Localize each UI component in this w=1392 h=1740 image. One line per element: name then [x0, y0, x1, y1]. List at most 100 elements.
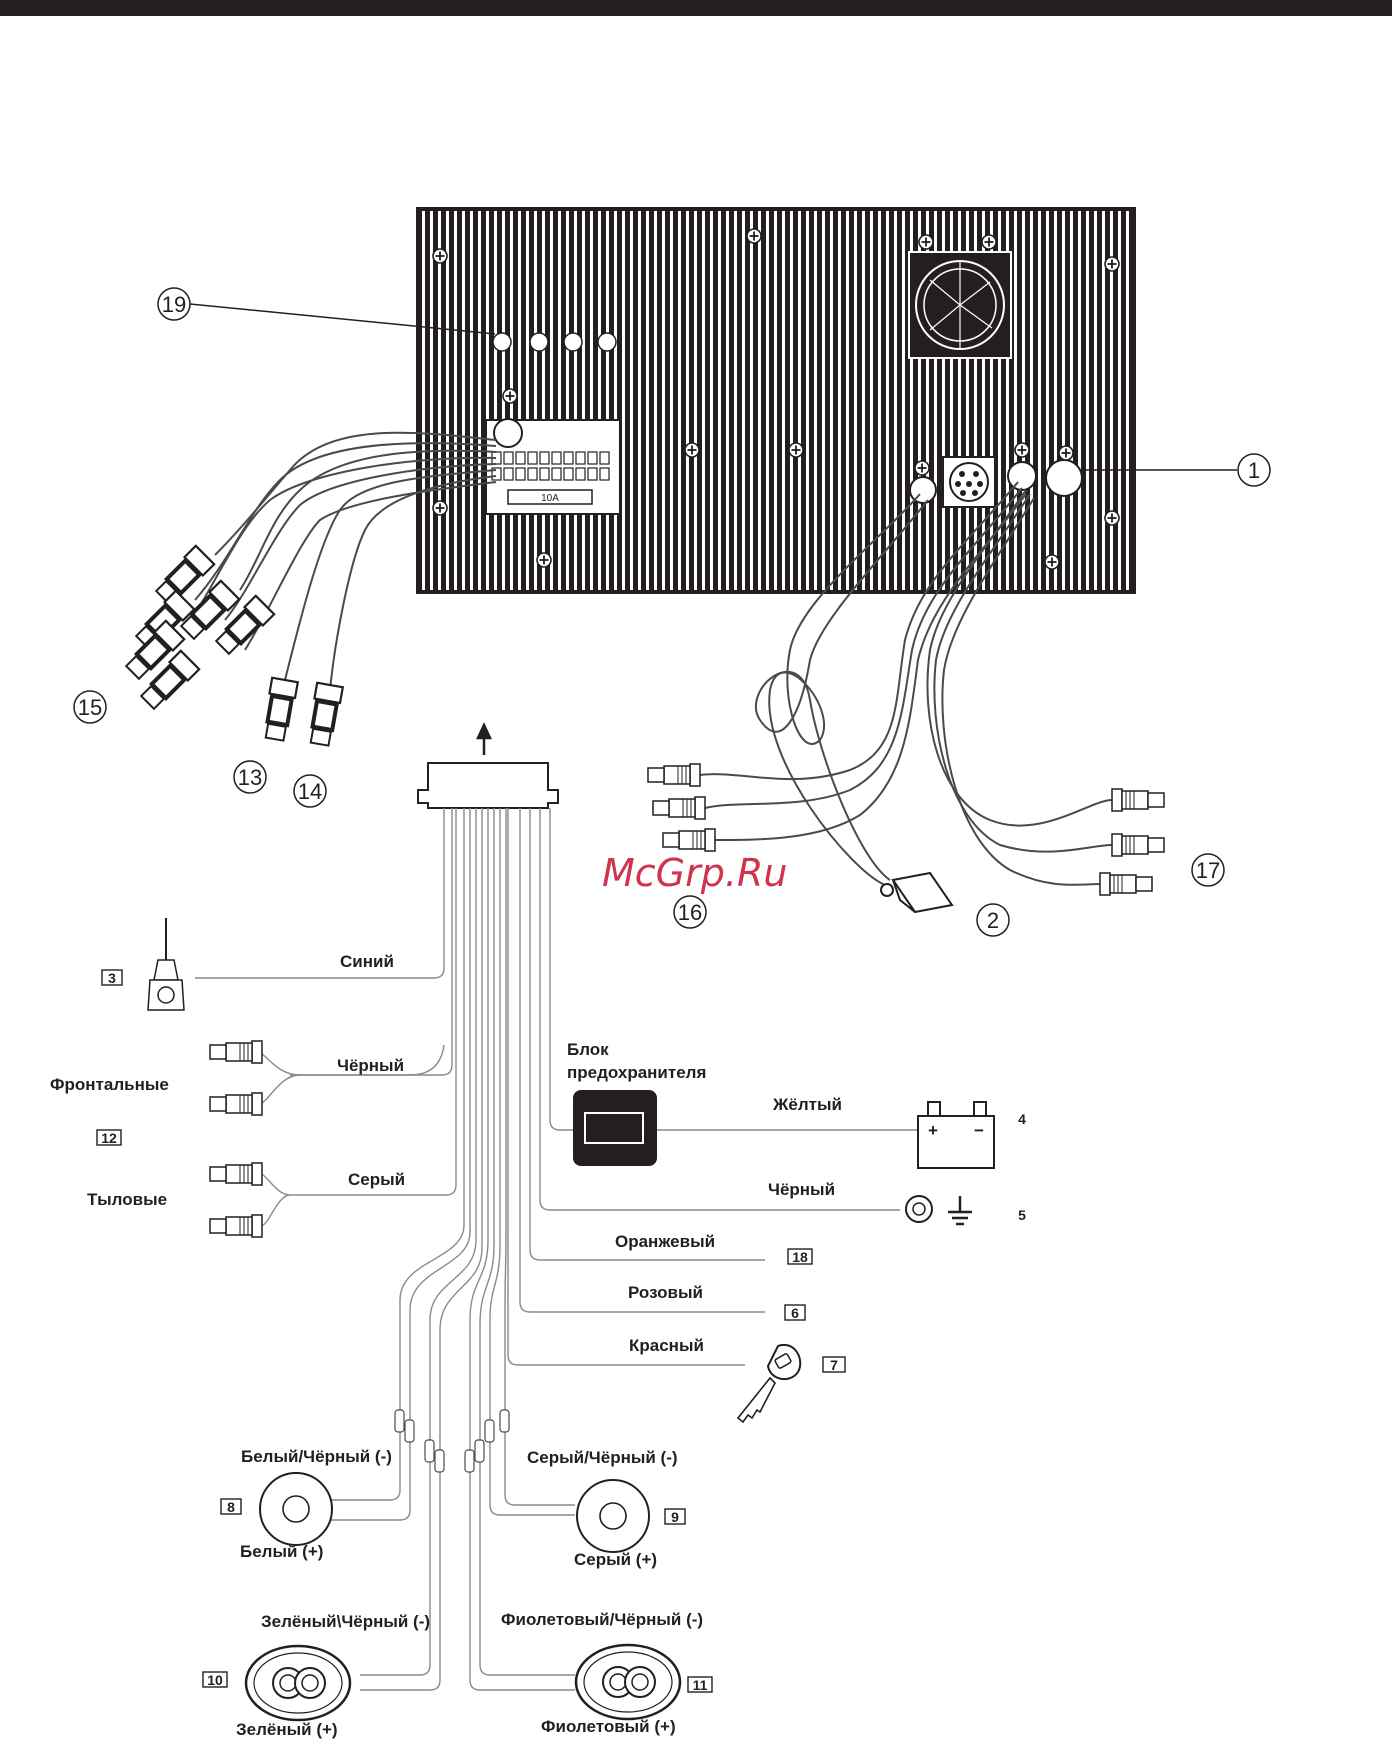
callout-15: 15: [78, 695, 102, 720]
heatsink-fin: [726, 211, 729, 590]
rca-plug-icon: [1112, 789, 1164, 811]
heatsink-fin: [614, 211, 617, 590]
remote-sensor-box: [881, 873, 952, 912]
fuse-rating: 10A: [541, 493, 559, 504]
screw-icon: [1015, 443, 1029, 457]
box-8: 8: [227, 1499, 235, 1515]
heatsink-fin: [798, 211, 801, 590]
box-18: 18: [792, 1249, 808, 1265]
connector-pin: [504, 452, 513, 464]
screw-icon: [747, 229, 761, 243]
connector-pin: [564, 468, 573, 480]
heatsink-fin: [870, 211, 873, 590]
connector-pin: [588, 452, 597, 464]
screw-icon: [433, 501, 447, 515]
label-front-group: Фронтальные: [50, 1075, 169, 1094]
head-unit-rear-panel: 10A: [417, 208, 1135, 593]
rear-rca-pair: [210, 1163, 290, 1237]
fuse-block: [573, 1090, 657, 1166]
connector-pin: [540, 452, 549, 464]
box-7: 7: [830, 1357, 838, 1373]
heatsink-fin: [606, 211, 609, 590]
connector-pin: [516, 468, 525, 480]
screw-icon: [919, 235, 933, 249]
heatsink-fin: [694, 211, 697, 590]
rca-plug-icon: [1112, 834, 1164, 856]
heatsink-fin: [558, 211, 561, 590]
label-spk9-neg: Серый/Чёрный (-): [527, 1448, 678, 1467]
connector-pin: [564, 452, 573, 464]
heatsink-fin: [886, 211, 889, 590]
label-spk8-pos: Белый (+): [240, 1542, 323, 1561]
heatsink-fin: [830, 211, 833, 590]
connector-pin: [576, 452, 585, 464]
label-rear-wire: Серый: [348, 1170, 405, 1189]
battery-icon: + −: [918, 1102, 994, 1168]
rca-plug-icon: [653, 797, 705, 819]
ground-icon: [906, 1196, 972, 1224]
heatsink-fin: [670, 211, 673, 590]
label-front-wire: Чёрный: [337, 1056, 404, 1075]
antenna-socket: [1046, 460, 1082, 496]
heatsink-fin: [638, 211, 641, 590]
callout-13: 13: [238, 765, 262, 790]
heatsink-fin: [1070, 211, 1073, 590]
rca-plug-icon: [1100, 873, 1152, 895]
heatsink-fin: [702, 211, 705, 590]
heatsink-fin: [854, 211, 857, 590]
screw-icon: [1105, 511, 1119, 525]
heatsink-fin: [462, 211, 465, 590]
heatsink-fin: [574, 211, 577, 590]
heatsink-fin: [654, 211, 657, 590]
heatsink-fin: [478, 211, 481, 590]
connector-pin: [504, 468, 513, 480]
heatsink-fin: [766, 211, 769, 590]
label-battery-wire: Жёлтый: [772, 1095, 842, 1114]
heatsink-fin: [438, 211, 441, 590]
wire-labels: Синий Чёрный Фронтальные Тыловые Серый Б…: [50, 952, 842, 1739]
heatsink-fin: [814, 211, 817, 590]
box-10: 10: [207, 1672, 223, 1688]
box-9: 9: [671, 1509, 679, 1525]
heatsink-fin: [894, 211, 897, 590]
heatsink-fin: [630, 211, 633, 590]
rca-plug-icon: [210, 1163, 262, 1185]
heatsink-fin: [742, 211, 745, 590]
screw-icon: [685, 443, 699, 457]
box-6: 6: [791, 1305, 799, 1321]
connector-pin: [528, 468, 537, 480]
heatsink-fin: [582, 211, 585, 590]
video-cable-grommet: [910, 477, 936, 503]
heatsink-fin: [790, 211, 793, 590]
label-spk11-neg: Фиолетовый/Чёрный (-): [501, 1610, 703, 1629]
label-rear-group: Тыловые: [87, 1190, 167, 1209]
heatsink-fin: [686, 211, 689, 590]
heatsink-fin: [494, 211, 497, 590]
screw-icon: [1105, 257, 1119, 271]
box-3: 3: [108, 970, 116, 986]
ignition-key-icon: [738, 1345, 800, 1422]
heatsink-fin: [1054, 211, 1057, 590]
rca-plug-icon: [210, 1215, 262, 1237]
label-spk10-neg: Зелёный\Чёрный (-): [261, 1612, 430, 1631]
screw-icon: [433, 249, 447, 263]
heatsink-fin: [1062, 211, 1065, 590]
heatsink-fin: [782, 211, 785, 590]
speaker-icon: [576, 1645, 680, 1719]
label-pink-wire: Розовый: [628, 1283, 703, 1302]
callout-14: 14: [298, 779, 322, 804]
speaker-icon: [246, 1646, 350, 1720]
heatsink-fin: [470, 211, 473, 590]
heatsink-fin: [862, 211, 865, 590]
callout-19: 19: [162, 292, 186, 317]
rca-plug-icon: [307, 683, 343, 747]
heatsink-fin: [806, 211, 809, 590]
screw-icon: [982, 235, 996, 249]
screw-icon: [1045, 555, 1059, 569]
callout-2: 2: [987, 908, 999, 933]
callout-1: 1: [1248, 458, 1260, 483]
heatsink-fin: [838, 211, 841, 590]
box-11: 11: [693, 1677, 708, 1693]
label-spk10-pos: Зелёный (+): [236, 1720, 338, 1739]
screw-icon: [537, 553, 551, 567]
